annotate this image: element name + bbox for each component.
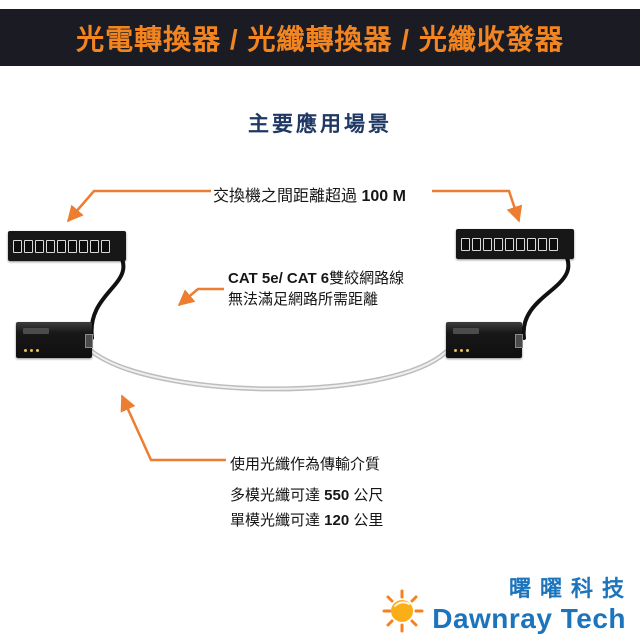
network-switch-right [456,229,574,259]
company-logo: 曙曜科技 Dawnray Tech [382,571,626,633]
status-leds [24,349,39,352]
led-indicator [30,349,33,352]
rj45-port [68,239,77,253]
utp-cable-right [521,248,571,340]
rj45-port [46,239,55,253]
rj45-port [483,237,492,251]
converter-label-plate [23,328,49,334]
callout-cat-label: CAT 5e/ CAT 6雙絞網路線 無法滿足網路所需距離 [228,268,404,310]
callout-line-cat [177,287,224,307]
multimode-note: 多模光纖可達 550 公尺 [230,483,383,508]
led-indicator [454,349,457,352]
rj45-port [24,239,33,253]
rj45-port [461,237,470,251]
section-title: 主要應用場景 [248,113,392,136]
callout-cat-standard: CAT 5e/ CAT 6 [228,270,330,287]
banner-title: 光電轉換器 / 光纖轉換器 / 光纖收發器 [76,23,564,55]
singlemode-note: 單模光纖可達 120 公里 [230,508,383,533]
callout-fiber-label: 使用光纖作為傳輸介質 [230,456,381,473]
banner: 光電轉換器 / 光纖轉換器 / 光纖收發器 [0,9,640,66]
utp-cable-left [89,248,126,340]
callout-distance-text: 交換機之間距離超過 [213,188,362,205]
led-indicator [36,349,39,352]
status-leds [454,349,469,352]
rj45-port [527,237,536,251]
fiber-cable-highlight [89,349,447,390]
singlemode-prefix: 單模光纖可達 [230,512,325,529]
fiber-distance-notes: 多模光纖可達 550 公尺 單模光纖可達 120 公里 [230,483,383,533]
rj45-port [35,239,44,253]
converter-label-plate [453,328,479,334]
logo-english-name: Dawnray Tech [432,603,626,634]
callout-line-fiber [120,394,226,462]
singlemode-value: 120 [324,512,350,529]
media-converter-right [446,322,523,358]
sun-icon [382,589,424,633]
multimode-value: 550 [324,487,350,504]
media-converter-left [16,322,93,358]
callout-distance-value: 100 M [361,188,406,205]
rj45-port [472,237,481,251]
rj45-port [549,237,558,251]
rj45-port [57,239,66,253]
callout-line-distance-left [66,189,211,223]
callout-distance-label: 交換機之間距離超過 100 M [213,182,406,206]
multimode-suffix: 公尺 [349,487,384,504]
rj45-port [90,239,99,253]
rj45-port [13,239,22,253]
callout-cat-line1: CAT 5e/ CAT 6雙絞網路線 [228,268,404,289]
multimode-prefix: 多模光纖可達 [230,487,325,504]
logo-chinese-name: 曙曜科技 [508,576,633,601]
rj45-port [505,237,514,251]
led-indicator [466,349,469,352]
rj45-port [79,239,88,253]
logo-text: 曙曜科技 Dawnray Tech [432,571,626,633]
callout-line-distance-right [432,189,523,223]
rj45-port [494,237,503,251]
callout-cat-cabletype: 雙絞網路線 [329,270,405,287]
converter-rj45-port [85,334,93,348]
rj45-port [538,237,547,251]
rj45-port [101,239,110,253]
network-switch-left [8,231,126,261]
led-indicator [24,349,27,352]
converter-rj45-port [515,334,523,348]
rj45-port [516,237,525,251]
led-indicator [460,349,463,352]
singlemode-suffix: 公里 [349,512,384,529]
callout-cat-line2: 無法滿足網路所需距離 [228,291,379,308]
fiber-cable [87,347,449,392]
